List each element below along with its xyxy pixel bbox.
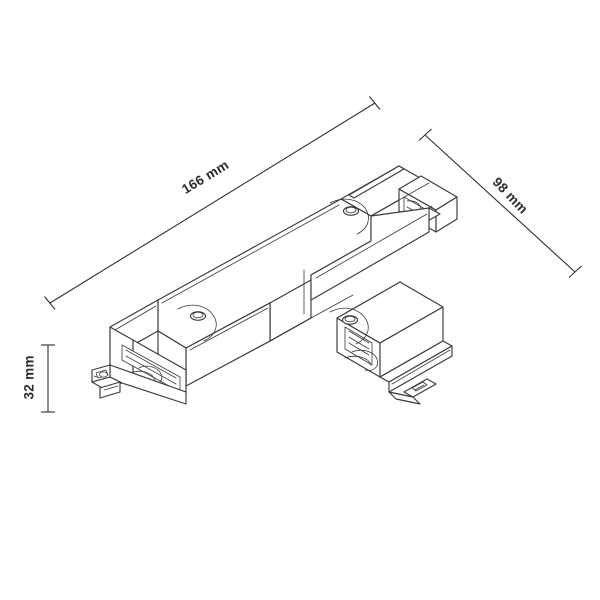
dimension-label-height: 32 mm — [21, 355, 37, 400]
central-junction — [157, 198, 372, 387]
screw-hole-group — [189, 206, 360, 325]
boss-fillet-group — [177, 198, 369, 345]
dimension-line-length — [44, 96, 381, 310]
panel-seams — [157, 182, 430, 332]
dimension-line-depth — [418, 128, 582, 278]
dimension-line-height — [41, 344, 55, 413]
t-connector-body — [91, 165, 458, 405]
left-arm — [91, 299, 187, 405]
right-arm — [310, 207, 453, 405]
